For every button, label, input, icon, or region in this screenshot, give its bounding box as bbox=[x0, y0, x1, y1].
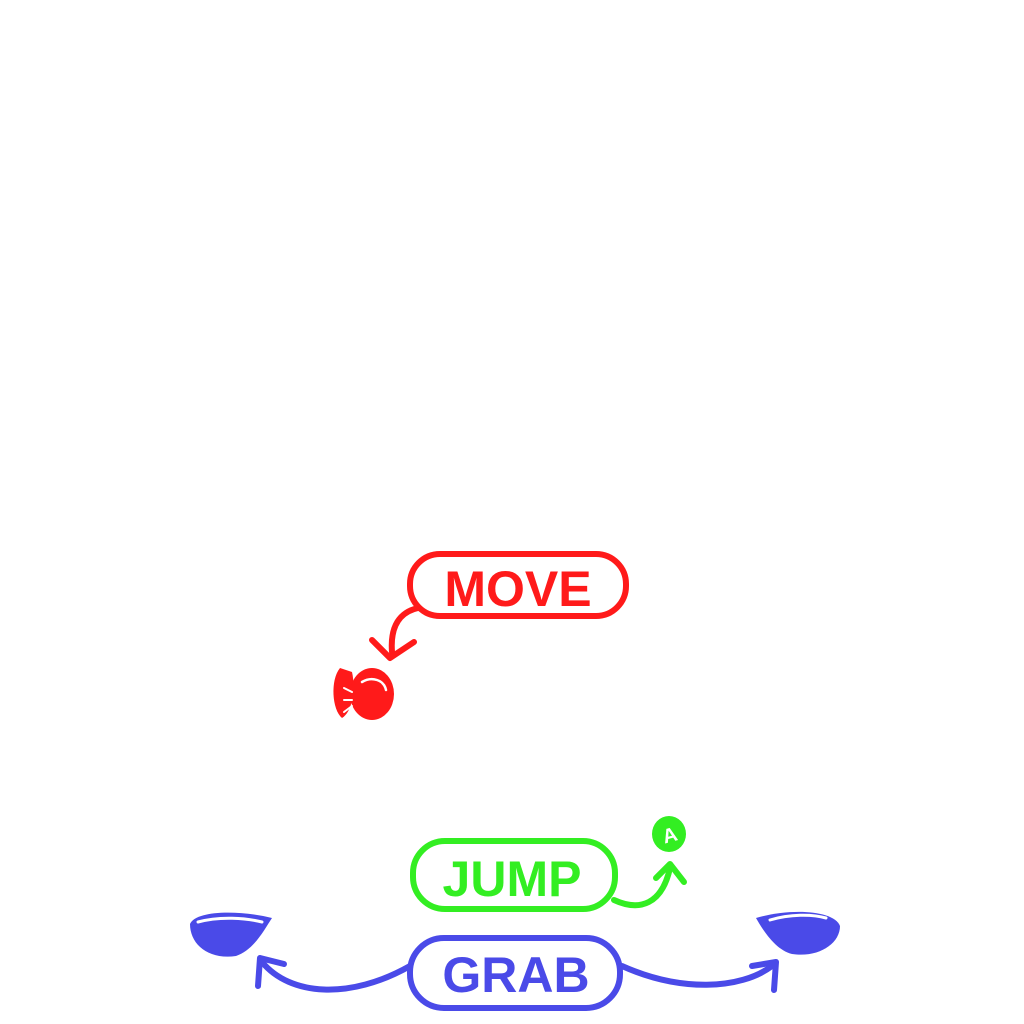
thumbstick-icon bbox=[333, 668, 394, 720]
grab-arrowhead-left bbox=[255, 955, 287, 989]
a-button-letter: A bbox=[660, 824, 680, 849]
grab-label: GRAB bbox=[442, 947, 589, 1003]
grab-callout: GRAB bbox=[190, 911, 840, 1011]
move-label: MOVE bbox=[444, 561, 591, 617]
jump-callout: JUMP A bbox=[410, 816, 687, 912]
trigger-icon bbox=[756, 911, 840, 955]
grab-arrow-right bbox=[619, 963, 775, 988]
trigger-icon bbox=[190, 912, 272, 957]
jump-label: JUMP bbox=[443, 851, 582, 907]
jump-arrowhead bbox=[653, 861, 687, 885]
move-arrow bbox=[388, 605, 421, 655]
move-arrowhead bbox=[369, 637, 417, 661]
grab-arrow-left bbox=[259, 959, 413, 993]
grab-arrowhead-right bbox=[749, 959, 779, 993]
jump-label-outline bbox=[410, 838, 618, 912]
move-callout: MOVE bbox=[333, 551, 629, 720]
grab-label-outline bbox=[407, 935, 623, 1011]
jump-arrow bbox=[611, 865, 673, 909]
a-button-icon: A bbox=[652, 816, 686, 852]
move-label-outline bbox=[407, 551, 629, 619]
